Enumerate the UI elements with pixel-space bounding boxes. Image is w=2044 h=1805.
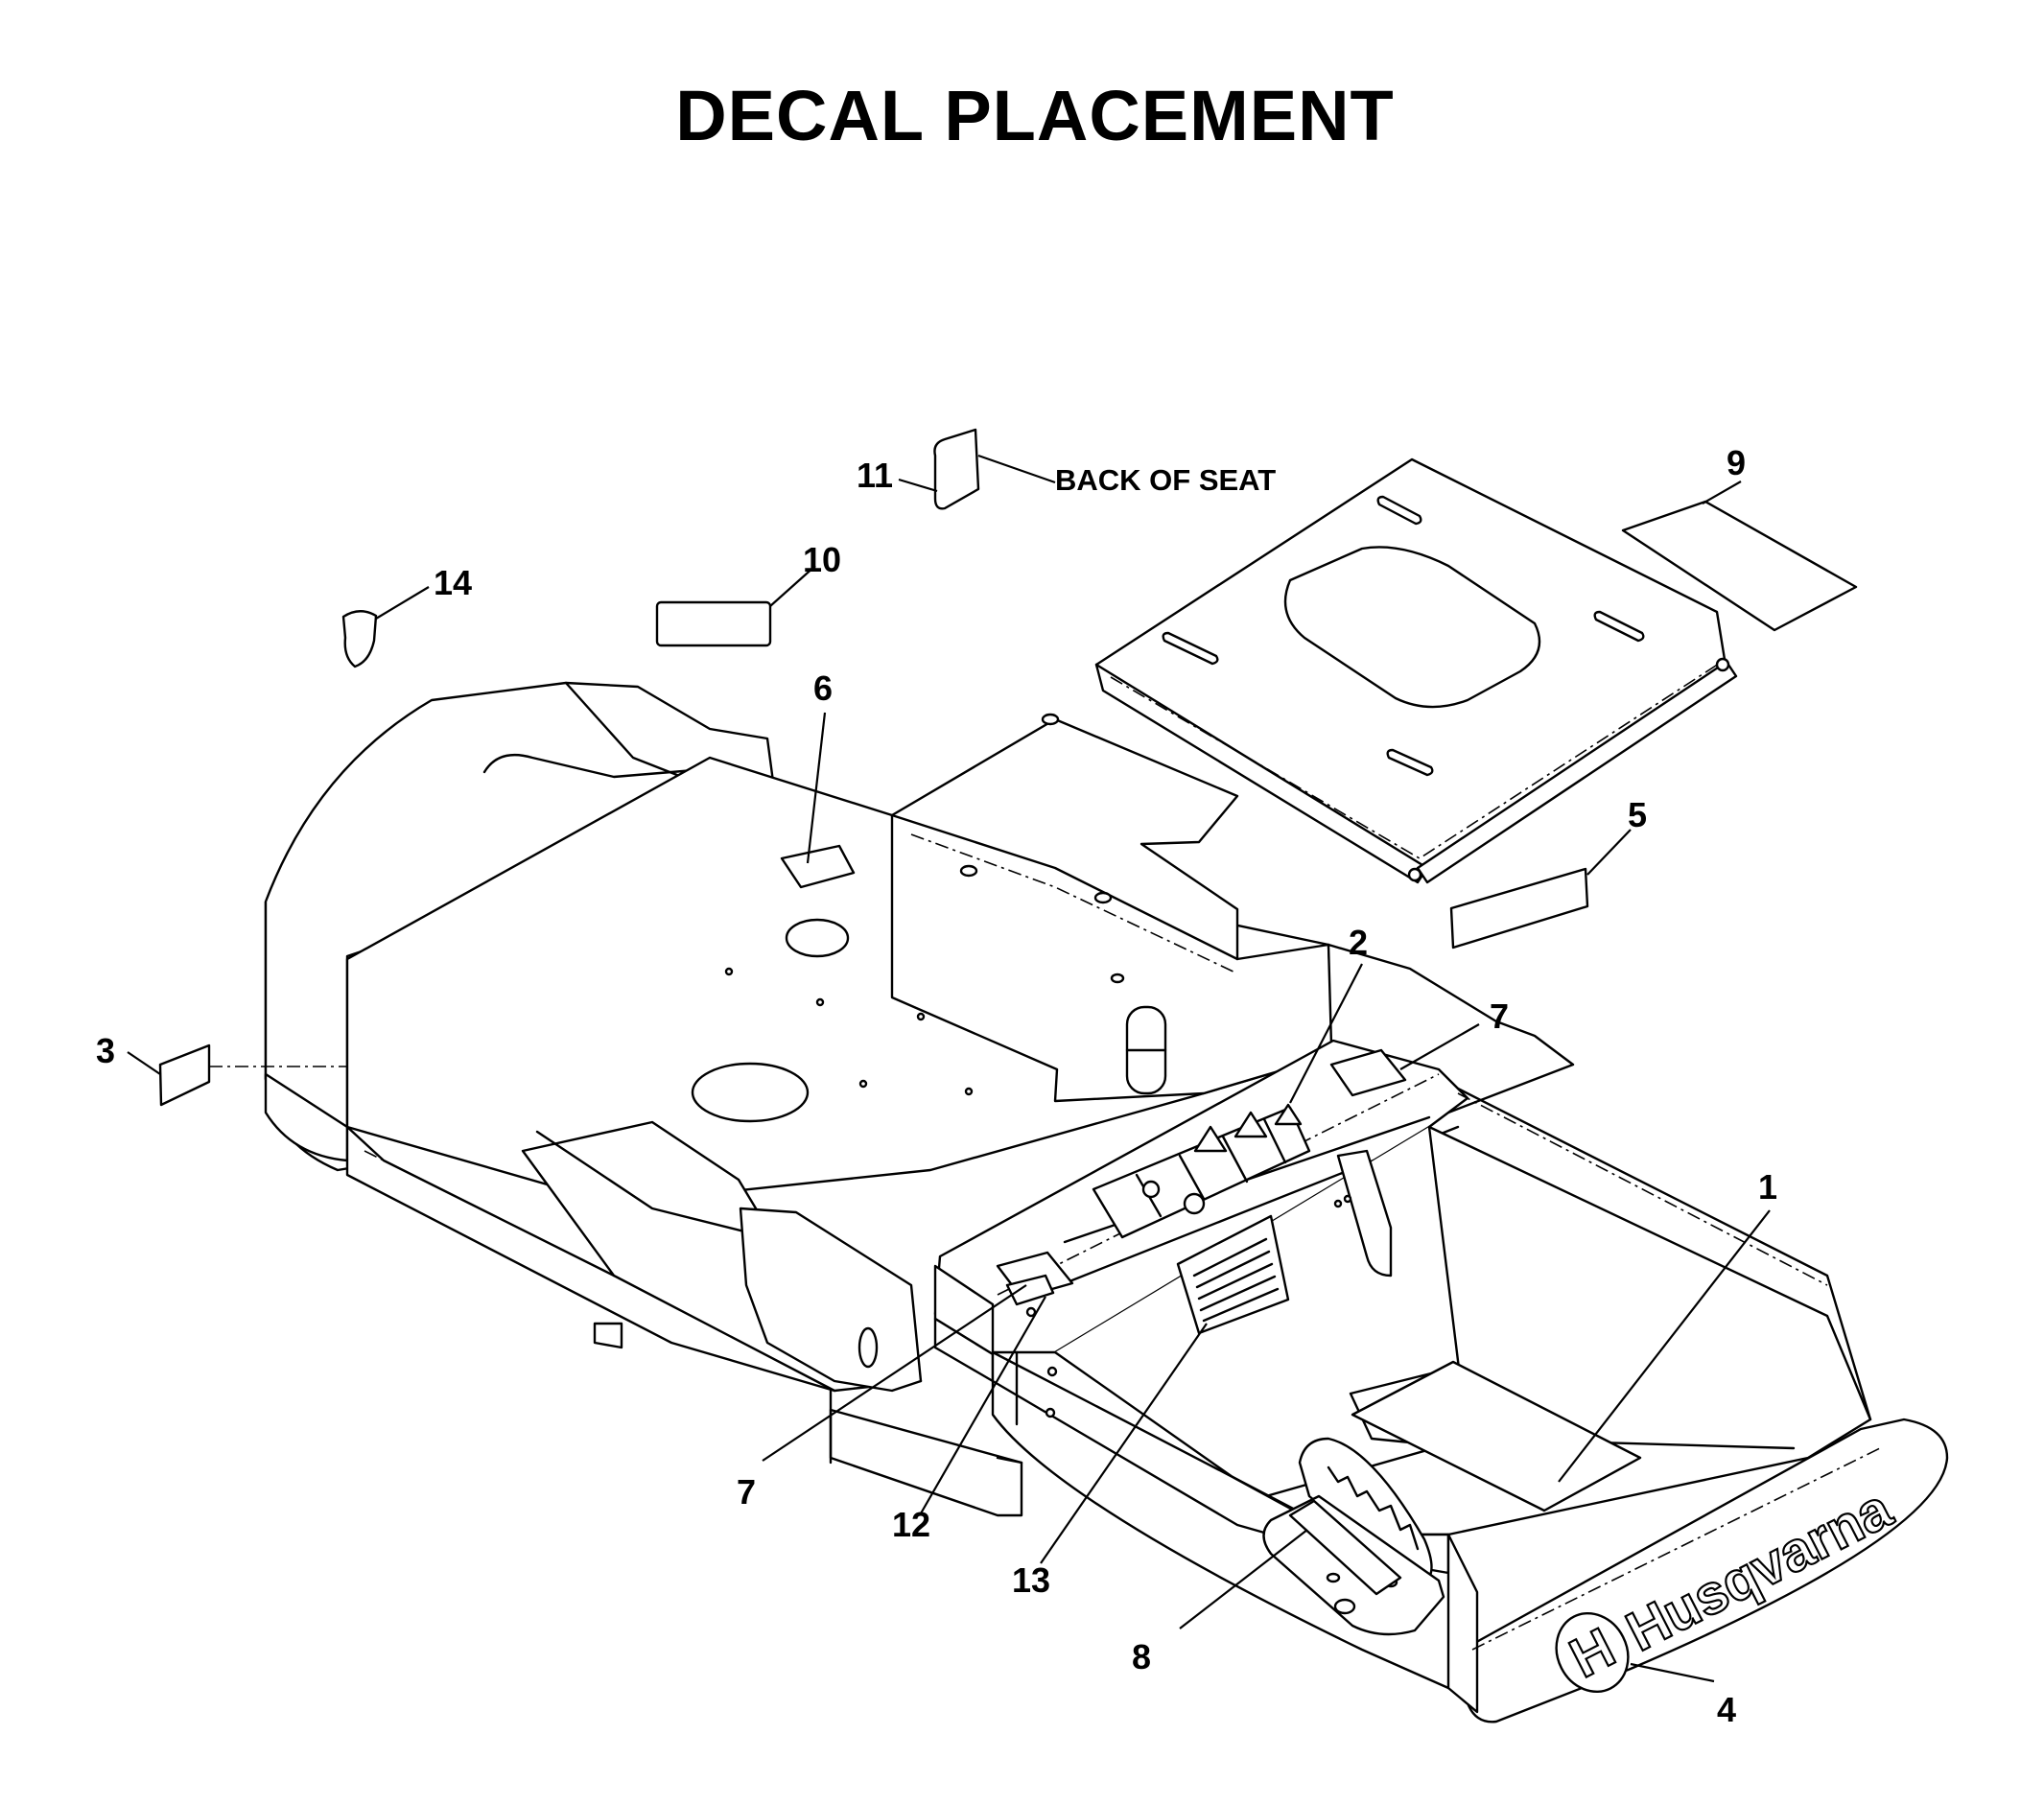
- page-title: DECAL PLACEMENT: [675, 76, 1395, 155]
- decal-14: [341, 610, 378, 668]
- callout-2: 2: [1349, 923, 1368, 962]
- callout-4: 4: [1717, 1690, 1736, 1729]
- decal-7-rear: [1329, 1048, 1407, 1097]
- decal-10: [655, 600, 772, 647]
- decal-13: [1176, 1214, 1290, 1335]
- callout-13: 13: [1012, 1560, 1050, 1600]
- callout-7-front: 7: [737, 1472, 756, 1512]
- callout-10: 10: [803, 540, 841, 579]
- decal-6: [780, 844, 856, 889]
- callout-7-rear: 7: [1490, 996, 1509, 1036]
- callout-6: 6: [813, 668, 833, 708]
- callout-9: 9: [1727, 443, 1746, 482]
- decal-11: [933, 428, 980, 510]
- callout-1: 1: [1758, 1167, 1777, 1207]
- rear-tunnel: [890, 717, 1335, 1103]
- decal-12: [1005, 1274, 1055, 1306]
- callouts: 1 2 3 4 5 6 7 7 8 9 10 11 12 13 14 BACK …: [96, 443, 1777, 1729]
- callout-5: 5: [1628, 795, 1647, 834]
- decal-5: [1449, 867, 1589, 949]
- callout-11: 11: [857, 456, 893, 495]
- decal-8: [1288, 1499, 1402, 1596]
- decal-3: [158, 1043, 211, 1107]
- decal-2: [1092, 1106, 1311, 1239]
- decal-9: [1621, 500, 1858, 632]
- callout-8: 8: [1132, 1637, 1151, 1676]
- callout-14: 14: [434, 563, 472, 602]
- callout-3: 3: [96, 1031, 115, 1070]
- leader-lines: [127, 454, 1771, 1683]
- callout-12: 12: [892, 1505, 930, 1544]
- seat-plate: [1094, 457, 1738, 884]
- decal-1: [1351, 1360, 1642, 1512]
- back-of-seat-note: BACK OF SEAT: [1055, 463, 1276, 497]
